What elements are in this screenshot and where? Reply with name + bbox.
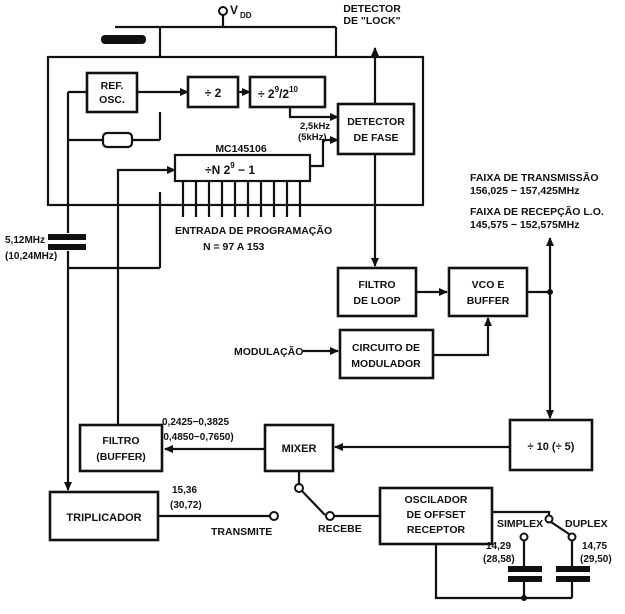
vdd-subscript: DD — [240, 11, 252, 20]
circuito-label-2: MODULADOR — [351, 358, 421, 370]
recebe-terminal — [325, 511, 335, 521]
modulacao-label: MODULAÇÃO — [234, 345, 303, 358]
if-freq-label-2: (0,4850−0,7650) — [160, 432, 234, 443]
xtal-duplex-label-1: 14,75 — [582, 541, 607, 552]
filtro-buffer-label-2: (BUFFER) — [96, 451, 146, 463]
div2910-label: ÷ 29/210 — [258, 85, 299, 101]
oscilador-offset-box — [378, 486, 494, 546]
trip-freq-label-1: 15,36 — [172, 485, 197, 496]
crystal-simplex — [508, 566, 542, 572]
vco-buffer-box — [447, 266, 529, 318]
crystal-512mhz-plate — [48, 244, 86, 250]
crystal-label-1: 5,12MHz — [5, 235, 45, 246]
freq-25khz-label: 2,5kHz — [300, 121, 330, 132]
sd-switch-pivot — [544, 514, 554, 524]
vco-label-1: VCO E — [472, 279, 505, 291]
bottom-junction — [521, 595, 527, 601]
detector-fase-label-1: DETECTOR — [347, 116, 405, 128]
rx-band-title: FAIXA DE RECEPÇÃO L.O. — [470, 205, 604, 218]
rx-band-range: 145,575 − 152,575MHz — [470, 219, 579, 231]
div2-label: ÷ 2 — [205, 86, 222, 100]
duplex-terminal — [567, 532, 577, 542]
triplicador-label: TRIPLICADOR — [66, 512, 141, 524]
div10-label: ÷ 10 (÷ 5) — [528, 441, 575, 453]
ref-osc-label-1: REF. — [101, 80, 124, 92]
transmite-terminal — [269, 511, 279, 521]
detector-lock-label-2: DE "LOCK" — [343, 15, 400, 27]
sd-switch-arm — [550, 521, 570, 535]
mixer-label: MIXER — [282, 443, 317, 455]
detector-fase-label-2: DE FASE — [354, 132, 399, 144]
trip-freq-label-2: (30,72) — [170, 500, 202, 511]
if-freq-label-1: 0,2425−0,3825 — [162, 417, 229, 428]
n-range-label: N = 97 A 153 — [203, 241, 265, 253]
filtro-loop-label-2: DE LOOP — [353, 295, 400, 307]
vdd-terminal — [218, 6, 228, 16]
crystal-512mhz — [48, 234, 86, 240]
mc145106-label: MC145106 — [215, 143, 267, 155]
circuito-modulador-box — [338, 328, 435, 380]
freq-5khz-label: (5kHz) — [298, 132, 327, 143]
circuito-label-1: CIRCUITO DE — [352, 342, 420, 354]
filtro-loop-box — [336, 266, 418, 318]
simplex-terminal — [519, 532, 529, 542]
vco-label-2: BUFFER — [467, 295, 510, 307]
detector-fase-box — [336, 102, 416, 156]
switch-arm — [301, 490, 326, 516]
crystal-label-2: (10,24MHz) — [5, 251, 57, 262]
xtal-simplex-label-1: 14,29 — [486, 541, 511, 552]
xtal-simplex-label-2: (28,58) — [483, 554, 515, 565]
duplex-label: DUPLEX — [565, 518, 608, 530]
switch-pivot — [294, 483, 304, 493]
transmite-label: TRANSMITE — [211, 526, 272, 538]
simplex-label: SIMPLEX — [497, 518, 543, 530]
resistor — [101, 131, 134, 149]
div10-box — [508, 418, 594, 472]
crystal-simplex-plate — [508, 576, 542, 582]
ref-osc-box — [85, 71, 139, 114]
recebe-label: RECEBE — [318, 523, 362, 535]
detector-lock-label-1: DETECTOR — [343, 3, 401, 15]
osc-label-3: RECEPTOR — [407, 524, 466, 536]
filtro-buffer-label-1: FILTRO — [102, 435, 139, 447]
filtro-buffer-box — [78, 423, 164, 473]
entrada-label: ENTRADA DE PROGRAMAÇÃO — [175, 224, 332, 237]
divn-box — [173, 153, 312, 183]
filtro-loop-label-1: FILTRO — [358, 279, 395, 291]
osc-label-2: DE OFFSET — [407, 509, 467, 521]
program-pins — [181, 181, 302, 217]
tx-band-title: FAIXA DE TRANSMISSÃO — [470, 171, 599, 184]
xtal-duplex-label-2: (29,50) — [580, 554, 612, 565]
osc-label-1: OSCILADOR — [405, 494, 468, 506]
ground-pad — [101, 35, 146, 44]
tx-band-range: 156,025 − 157,425MHz — [470, 185, 579, 197]
crystal-duplex-plate — [556, 576, 590, 582]
vdd-label: V — [230, 3, 238, 17]
divn-label: ÷N 29 − 1 — [205, 161, 255, 177]
crystal-duplex — [556, 566, 590, 572]
ref-osc-label-2: OSC. — [99, 94, 125, 106]
